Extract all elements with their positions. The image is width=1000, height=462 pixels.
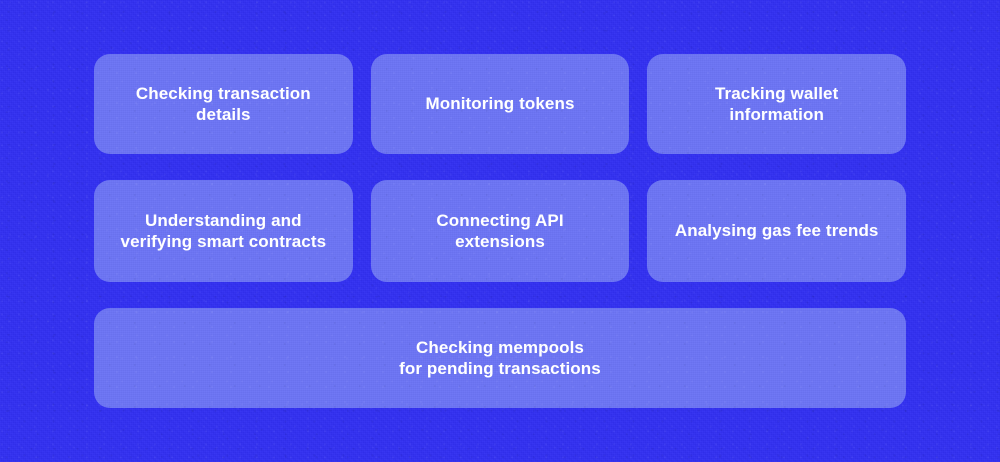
- card-checking-mempools-pending-transactions[interactable]: Checking mempools for pending transactio…: [94, 308, 906, 408]
- card-understanding-verifying-smart-contracts[interactable]: Understanding and verifying smart contra…: [94, 180, 353, 282]
- card-row-2: Understanding and verifying smart contra…: [94, 180, 906, 282]
- card-label: Connecting API extensions: [436, 210, 564, 251]
- card-checking-transaction-details[interactable]: Checking transaction details: [94, 54, 353, 154]
- card-analysing-gas-fee-trends[interactable]: Analysing gas fee trends: [647, 180, 906, 282]
- card-tracking-wallet-information[interactable]: Tracking wallet information: [647, 54, 906, 154]
- card-label: Checking transaction details: [135, 83, 311, 124]
- card-row-1: Checking transaction details Monitoring …: [94, 54, 906, 154]
- card-row-3: Checking mempools for pending transactio…: [94, 308, 906, 408]
- card-connecting-api-extensions[interactable]: Connecting API extensions: [371, 180, 630, 282]
- card-label: Monitoring tokens: [425, 94, 575, 114]
- card-label: Checking mempools for pending transactio…: [399, 337, 601, 378]
- card-label: Analysing gas fee trends: [674, 221, 879, 241]
- card-label: Understanding and verifying smart contra…: [120, 210, 327, 251]
- feature-card-board: Checking transaction details Monitoring …: [94, 54, 906, 408]
- card-label: Tracking wallet information: [714, 83, 839, 124]
- card-monitoring-tokens[interactable]: Monitoring tokens: [371, 54, 630, 154]
